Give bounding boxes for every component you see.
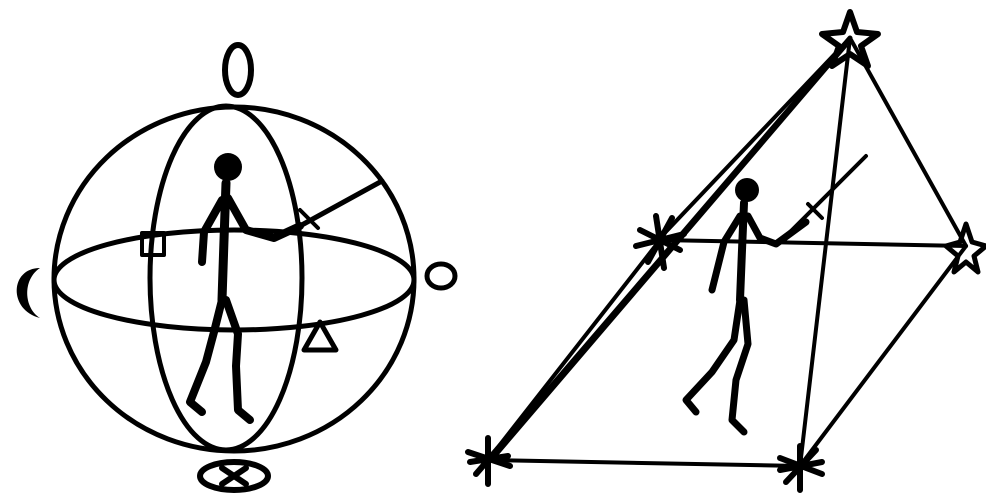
pyramid-edge-apex-to-bottom-right [800,38,850,466]
stick-figure-head [214,153,242,181]
pyramid-base-back [660,240,966,246]
pyramid-stick-figure-left-arm [712,216,740,290]
pyramid-base-front [488,460,800,466]
stick-figure-right-leg [226,300,250,420]
pyramid-edge-apex-to-right [850,38,966,246]
small-circle-symbol [427,264,455,288]
pyramid-stick-figure-right-arm [748,216,806,244]
vertical-oval-symbol [225,45,251,95]
crossed-oval-x [222,468,246,484]
pointer-wand [300,181,382,226]
pyramid-edge-apex-to-bottom-left [488,38,850,460]
pyramid-stick-figure-head [735,178,759,202]
crescent-symbol [17,268,40,318]
star-symbol-bottom-right [780,446,822,490]
star-bottom-right-shape [780,446,822,490]
pyramid-edge-apex-to-left [660,38,850,238]
star-bottom-left-shape [468,438,510,484]
stick-figure-left-leg [190,300,222,412]
pyramid-figure [468,12,986,490]
pyramid-edge-apex-to-bottom-left-inner [494,46,846,458]
pyramid-base-left [488,240,660,460]
pyramid-base-right [800,246,966,466]
star-symbol-bottom-left [468,438,510,484]
crossed-oval-symbol [200,462,268,490]
sphere-figure [17,45,455,490]
